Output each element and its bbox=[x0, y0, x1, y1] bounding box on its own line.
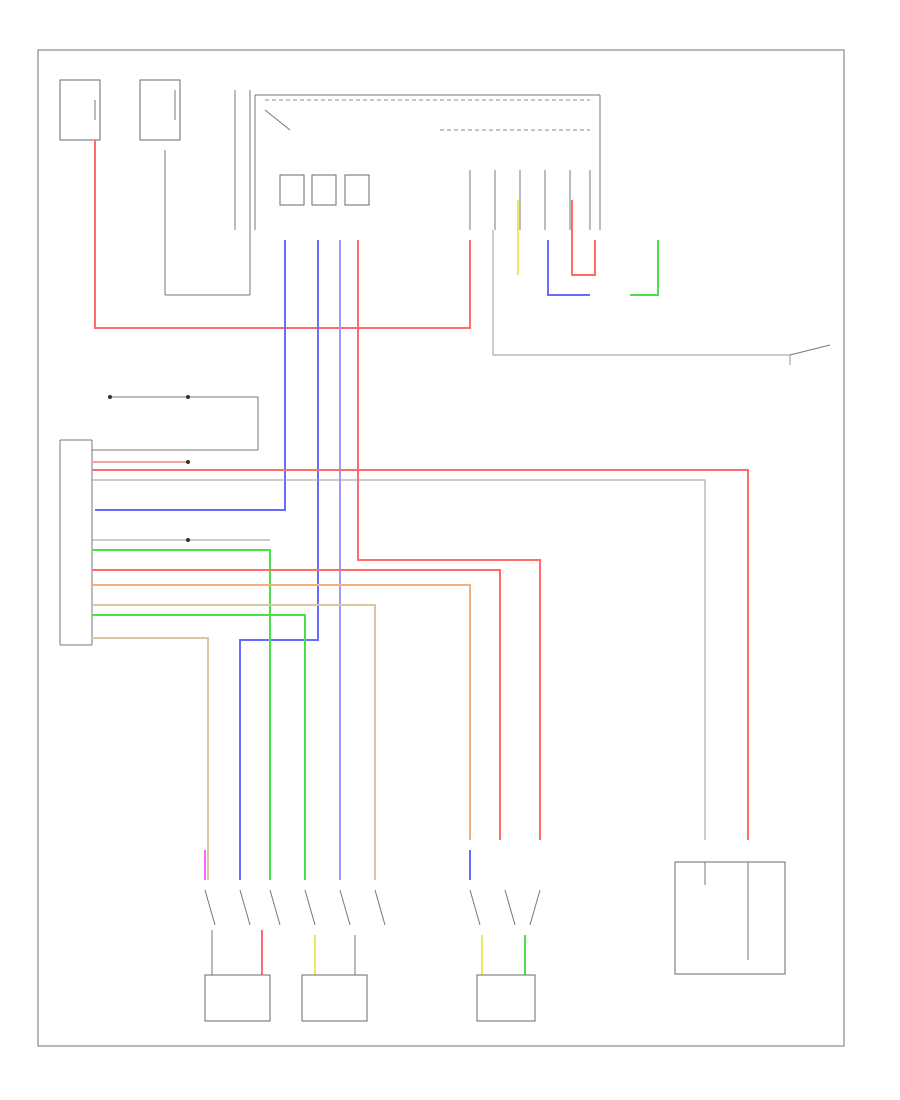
left-rear-regulator-switch bbox=[469, 850, 541, 975]
left-door-lock bbox=[110, 396, 259, 450]
diagram-frame bbox=[37, 49, 845, 1047]
splice-dot bbox=[108, 395, 112, 399]
right-rear-regulator-switch bbox=[204, 850, 281, 975]
wire-red-ctrl-2 bbox=[92, 569, 501, 840]
wire-red-loop bbox=[571, 200, 596, 276]
wire-red-ctrl-1 bbox=[92, 469, 749, 840]
wire-tan-ctrl-2 bbox=[92, 637, 209, 880]
fuse-block-left bbox=[59, 79, 251, 296]
wire-red-center bbox=[357, 240, 541, 840]
right-rear-regulator-motor bbox=[204, 974, 271, 1022]
right-front-regulator-switch bbox=[304, 889, 386, 975]
left-front-regulator-motor bbox=[674, 861, 786, 975]
wire-gray-ctrl bbox=[92, 479, 706, 840]
wire-green-top bbox=[630, 240, 659, 296]
wire-gray-door bbox=[492, 230, 791, 365]
left-rear-regulator-motor bbox=[476, 974, 536, 1022]
splice-dot bbox=[186, 460, 190, 464]
splice-dot bbox=[186, 395, 190, 399]
wire-orange-ctrl bbox=[92, 584, 471, 840]
wire-blue-1 bbox=[95, 240, 286, 511]
wire-blue-2 bbox=[239, 240, 319, 880]
wire-tan-ctrl bbox=[92, 604, 376, 880]
power-window-control-unit bbox=[59, 439, 258, 646]
splice-dot bbox=[186, 538, 190, 542]
wire-blue-top bbox=[547, 240, 590, 296]
wire-red-top bbox=[94, 140, 471, 329]
right-front-regulator-motor bbox=[301, 974, 368, 1022]
wire-green-ctrl-2 bbox=[92, 614, 306, 880]
wire-green-ctrl-1 bbox=[92, 549, 271, 880]
main-switch-assembly bbox=[254, 94, 601, 230]
